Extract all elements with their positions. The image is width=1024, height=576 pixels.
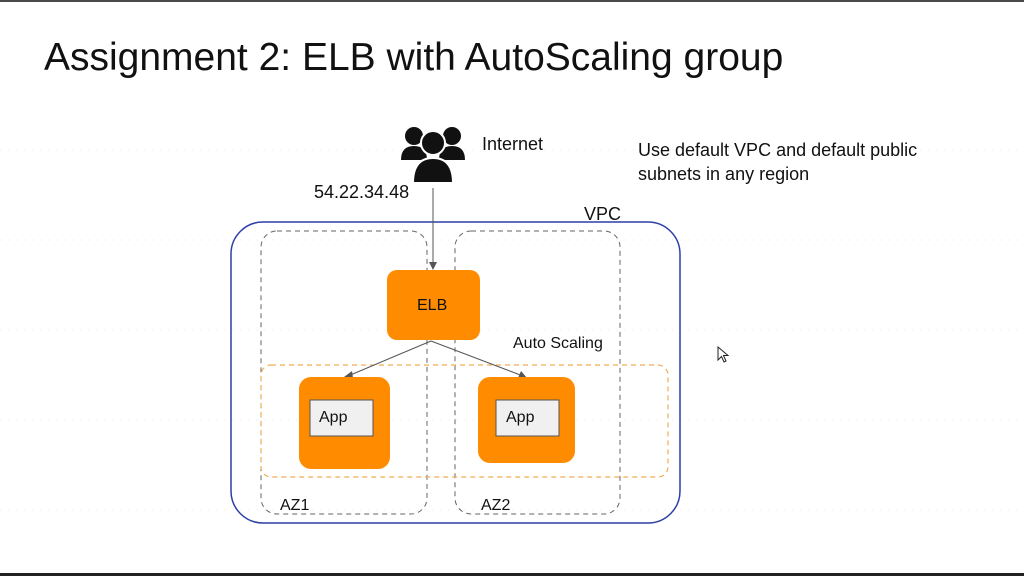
autoscaling-label: Auto Scaling bbox=[513, 335, 603, 352]
az2-label: AZ2 bbox=[481, 497, 511, 514]
autoscaling-group-boundary bbox=[260, 364, 669, 478]
vpc-label: VPC bbox=[584, 204, 622, 224]
ip-address-label: 54.22.34.48 bbox=[314, 182, 410, 202]
elb-to-app2-arrow bbox=[430, 340, 524, 377]
elb-to-app2-arrowhead bbox=[518, 371, 527, 378]
elb-label: ELB bbox=[417, 297, 448, 314]
az2-boundary bbox=[454, 230, 621, 515]
elb-node bbox=[387, 270, 480, 340]
slide-title: Assignment 2: ELB with AutoScaling group bbox=[44, 36, 784, 79]
internet-label: Internet bbox=[482, 134, 544, 154]
app1-label: App bbox=[319, 409, 348, 426]
users-group-icon bbox=[401, 127, 465, 184]
app2-label-box bbox=[495, 399, 560, 437]
app1-label-box bbox=[309, 399, 374, 437]
internet-to-elb-arrowhead bbox=[429, 262, 437, 270]
mouse-cursor-icon bbox=[717, 346, 730, 363]
az1-boundary bbox=[260, 230, 428, 515]
bottom-border bbox=[0, 573, 1024, 576]
elb-to-app1-arrow bbox=[347, 340, 432, 377]
app2-label: App bbox=[506, 409, 535, 426]
top-border bbox=[0, 0, 1024, 2]
az1-label: AZ1 bbox=[280, 497, 310, 514]
elb-to-app1-arrowhead bbox=[344, 371, 353, 378]
vpc-boundary bbox=[230, 221, 681, 524]
instruction-note: Use default VPC and default public subne… bbox=[638, 140, 918, 184]
